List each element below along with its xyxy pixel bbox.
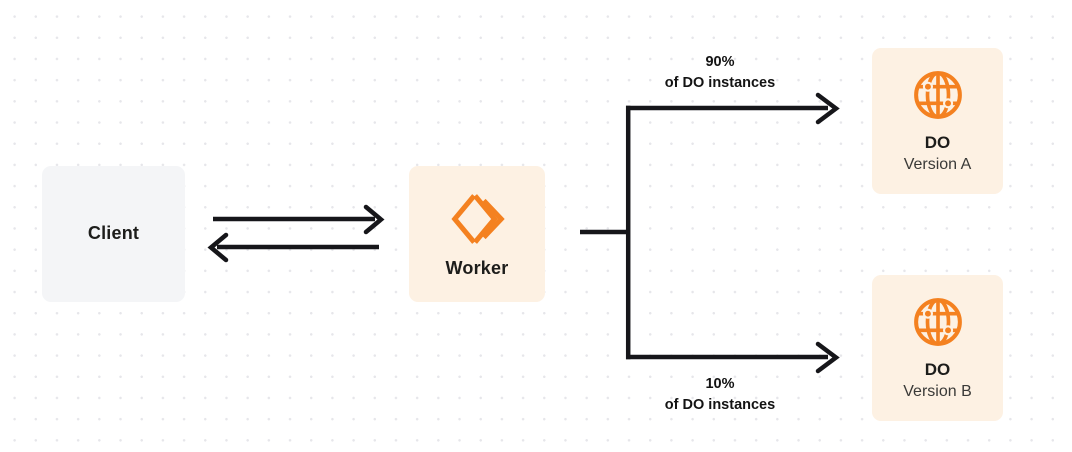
edge-split-bus — [580, 105, 631, 360]
node-do-version-a[interactable]: DO Version A — [872, 48, 1003, 194]
arrowhead-right-do-b — [815, 341, 840, 374]
node-do-version-a-sublabel: Version A — [903, 156, 972, 173]
edge-worker-to-do-b — [626, 341, 840, 374]
edge-client-to-worker — [213, 204, 385, 235]
edge-label-do-a-percent: 90% — [705, 54, 735, 70]
edge-label-do-a: 90% of DO instances — [600, 52, 840, 94]
globe-icon — [910, 294, 966, 350]
node-do-version-b-sublabel: Version B — [903, 383, 972, 400]
edge-label-do-b-percent: 10% — [705, 376, 735, 392]
arrowhead-left-worker-client — [207, 232, 229, 263]
arrowhead-right-client-worker — [363, 204, 385, 235]
node-do-version-a-label: DO — [924, 133, 951, 152]
node-do-version-b[interactable]: DO Version B — [872, 275, 1003, 421]
node-worker-label: Worker — [445, 258, 509, 279]
cloudflare-workers-icon — [446, 188, 508, 250]
edge-worker-to-client — [207, 232, 379, 263]
node-do-version-b-label: DO — [924, 360, 951, 379]
node-client-label: Client — [87, 223, 140, 244]
globe-icon — [910, 67, 966, 123]
arrowhead-right-do-a — [815, 92, 840, 125]
edge-label-do-b: 10% of DO instances — [600, 374, 840, 416]
edge-worker-to-do-a — [626, 92, 840, 125]
edge-label-do-a-text: of DO instances — [664, 75, 776, 92]
node-worker[interactable]: Worker — [409, 166, 545, 302]
edge-label-do-b-text: of DO instances — [664, 397, 776, 414]
node-client[interactable]: Client — [42, 166, 185, 302]
